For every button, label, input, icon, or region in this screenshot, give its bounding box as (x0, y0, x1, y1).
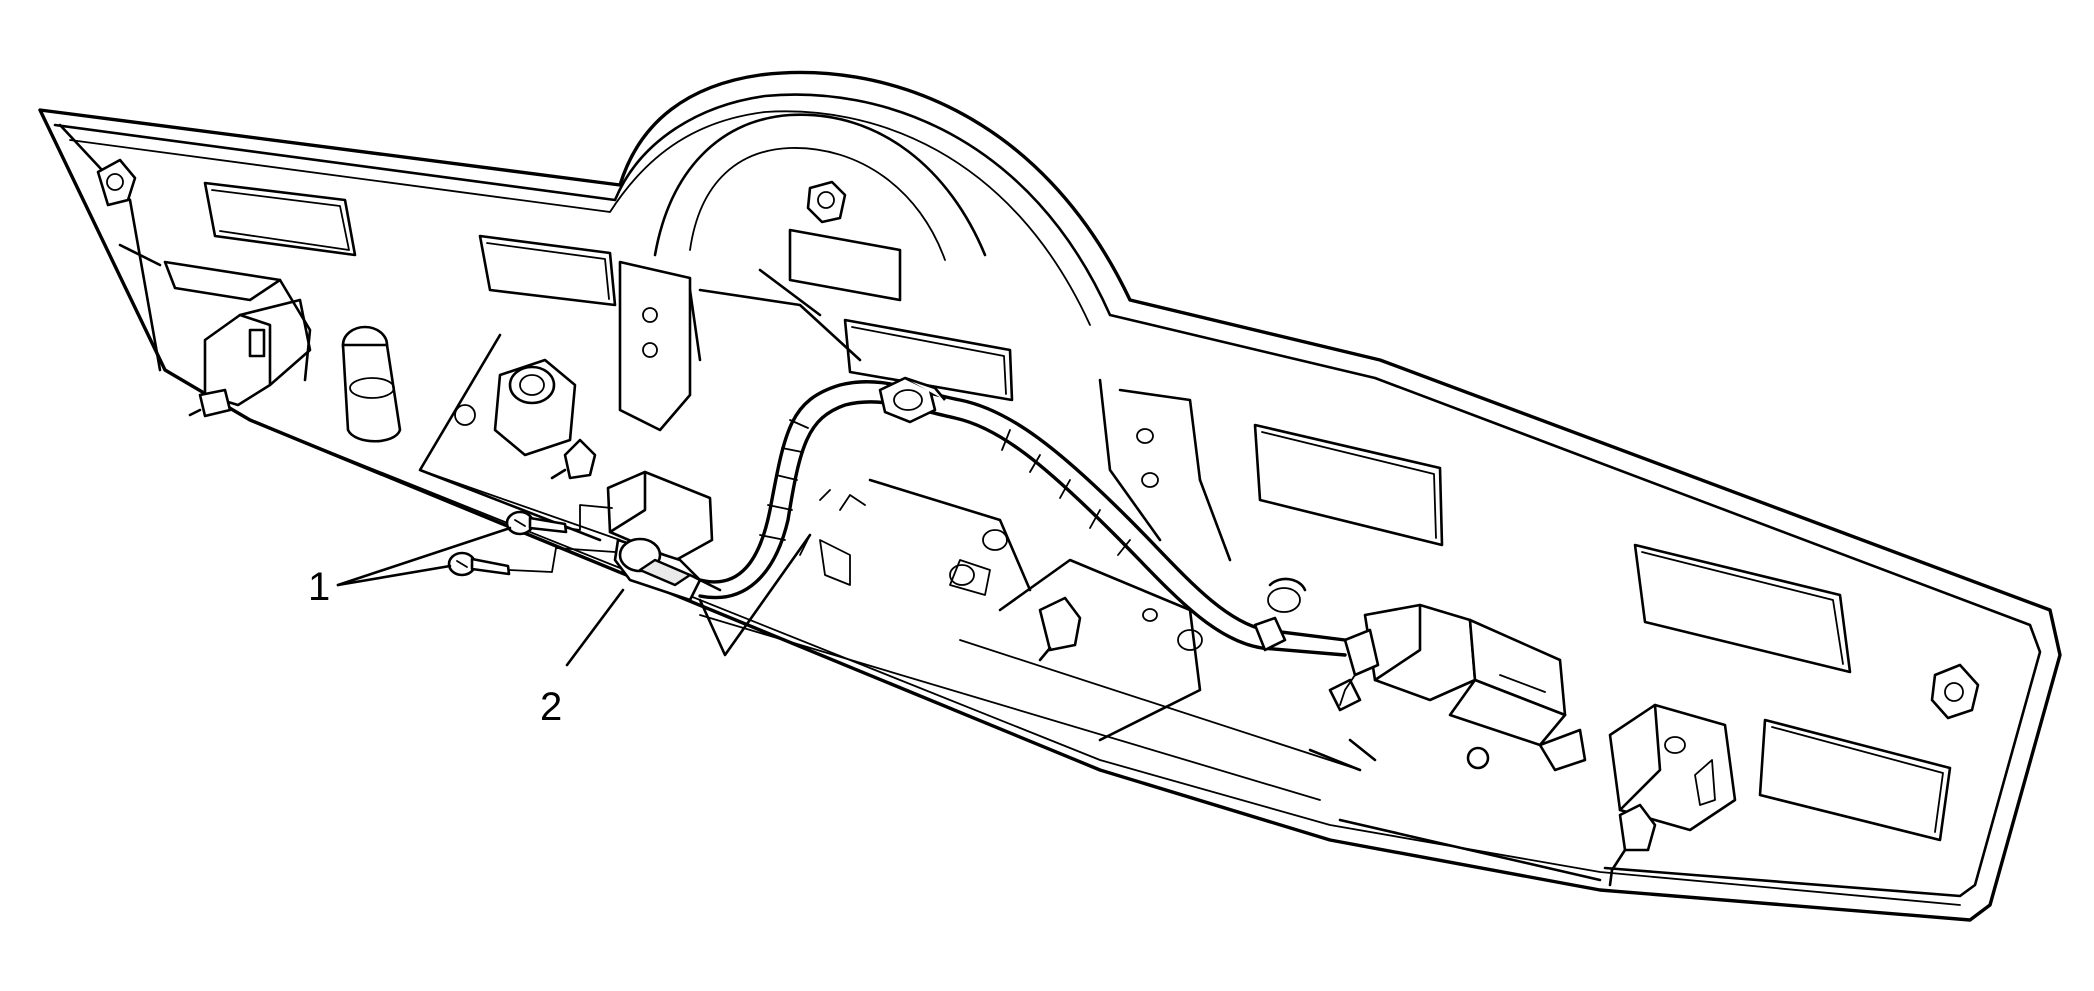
right-connector (1328, 603, 1587, 772)
screw-alignment-lines (508, 504, 616, 573)
panel-ribs (118, 243, 1377, 801)
callout-number-2: 2 (540, 685, 562, 729)
panel-openings (163, 181, 1952, 842)
leader-lines (336, 526, 812, 667)
wiring-harness (698, 376, 1347, 657)
callout-number-1: 1 (308, 565, 330, 609)
screw-upper (505, 510, 568, 536)
center-dome (653, 113, 987, 302)
trim-panel-body (38, 70, 2062, 922)
center-studs (819, 428, 1307, 662)
screw-lower (447, 551, 511, 577)
sensor-module (606, 470, 722, 602)
right-bracket-assembly (1608, 663, 1980, 887)
left-bracket-assembly (96, 158, 402, 443)
center-left-bracket (454, 260, 692, 480)
